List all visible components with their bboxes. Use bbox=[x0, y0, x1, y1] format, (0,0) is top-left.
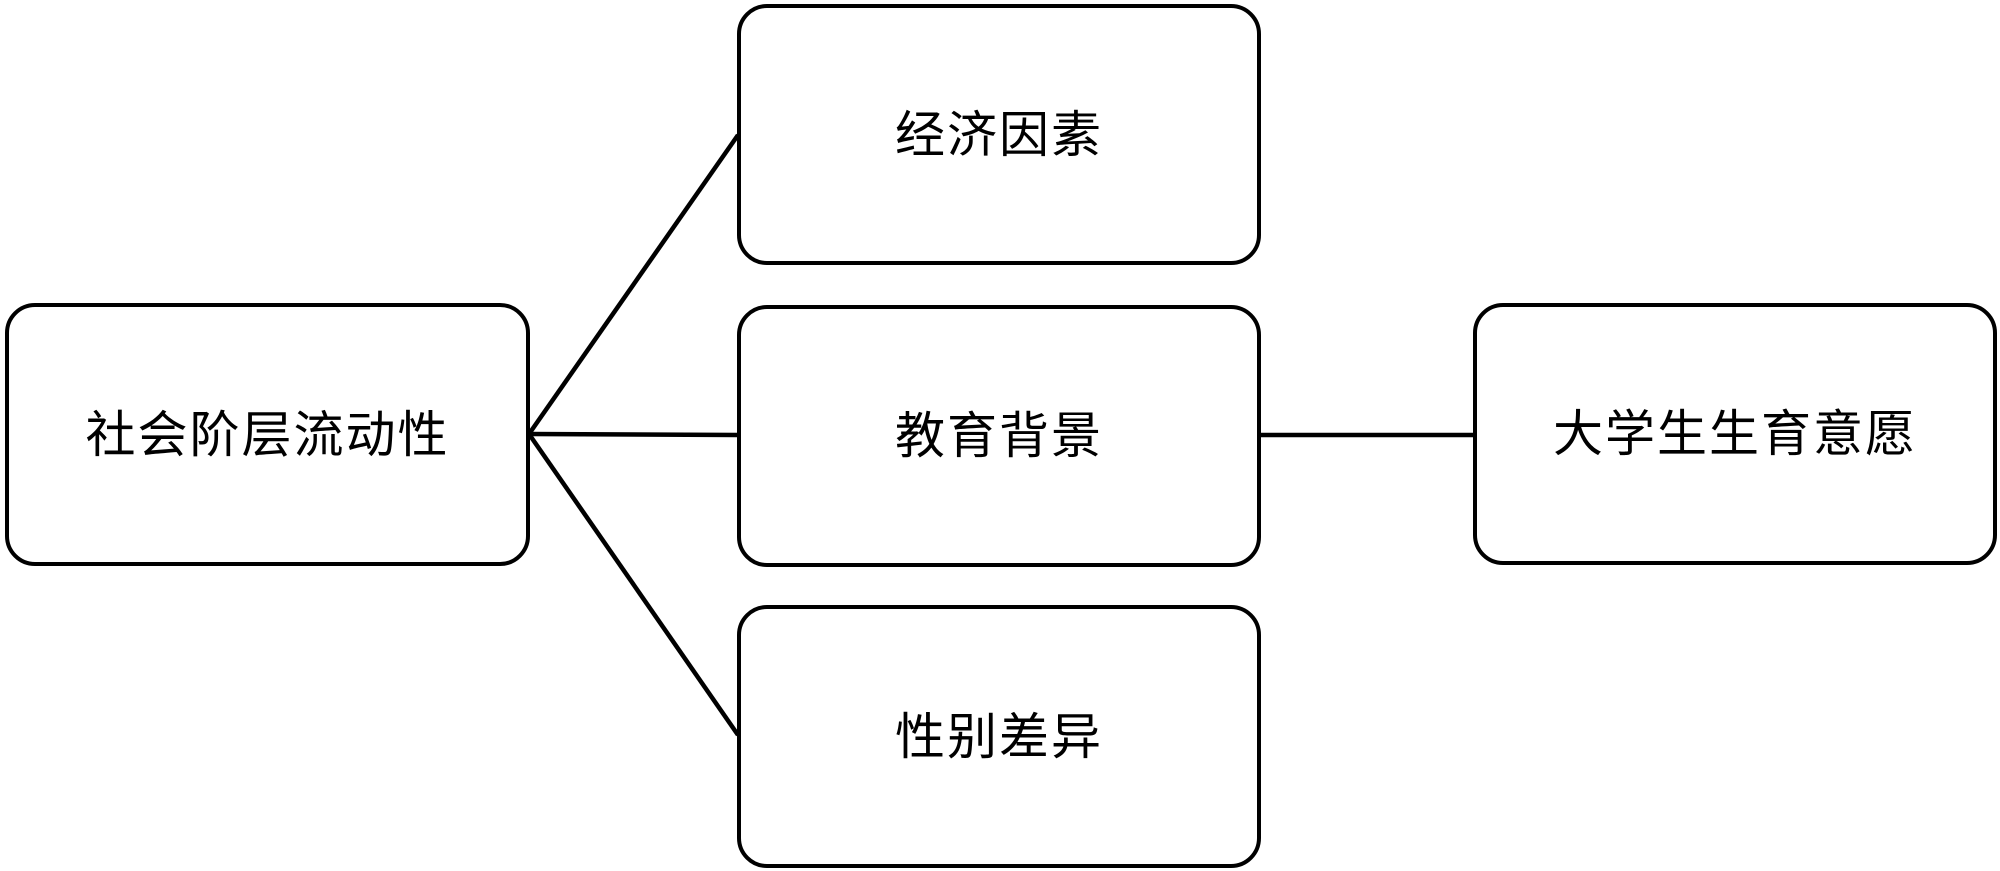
node-social-class-mobility: 社会阶层流动性 bbox=[5, 303, 530, 566]
node-label: 大学生生育意愿 bbox=[1553, 406, 1917, 462]
node-gender-difference: 性别差异 bbox=[737, 605, 1261, 868]
node-education-background: 教育背景 bbox=[737, 305, 1261, 567]
node-label: 教育背景 bbox=[895, 408, 1103, 464]
node-fertility-intention: 大学生生育意愿 bbox=[1473, 303, 1997, 565]
node-label: 经济因素 bbox=[895, 106, 1103, 163]
node-label: 性别差异 bbox=[895, 708, 1103, 765]
edge-source-to-gender bbox=[527, 432, 740, 737]
node-economic-factors: 经济因素 bbox=[737, 4, 1261, 265]
node-label: 社会阶层流动性 bbox=[85, 406, 450, 463]
edge-source-to-education bbox=[528, 431, 739, 438]
edge-source-to-economic bbox=[527, 133, 740, 436]
